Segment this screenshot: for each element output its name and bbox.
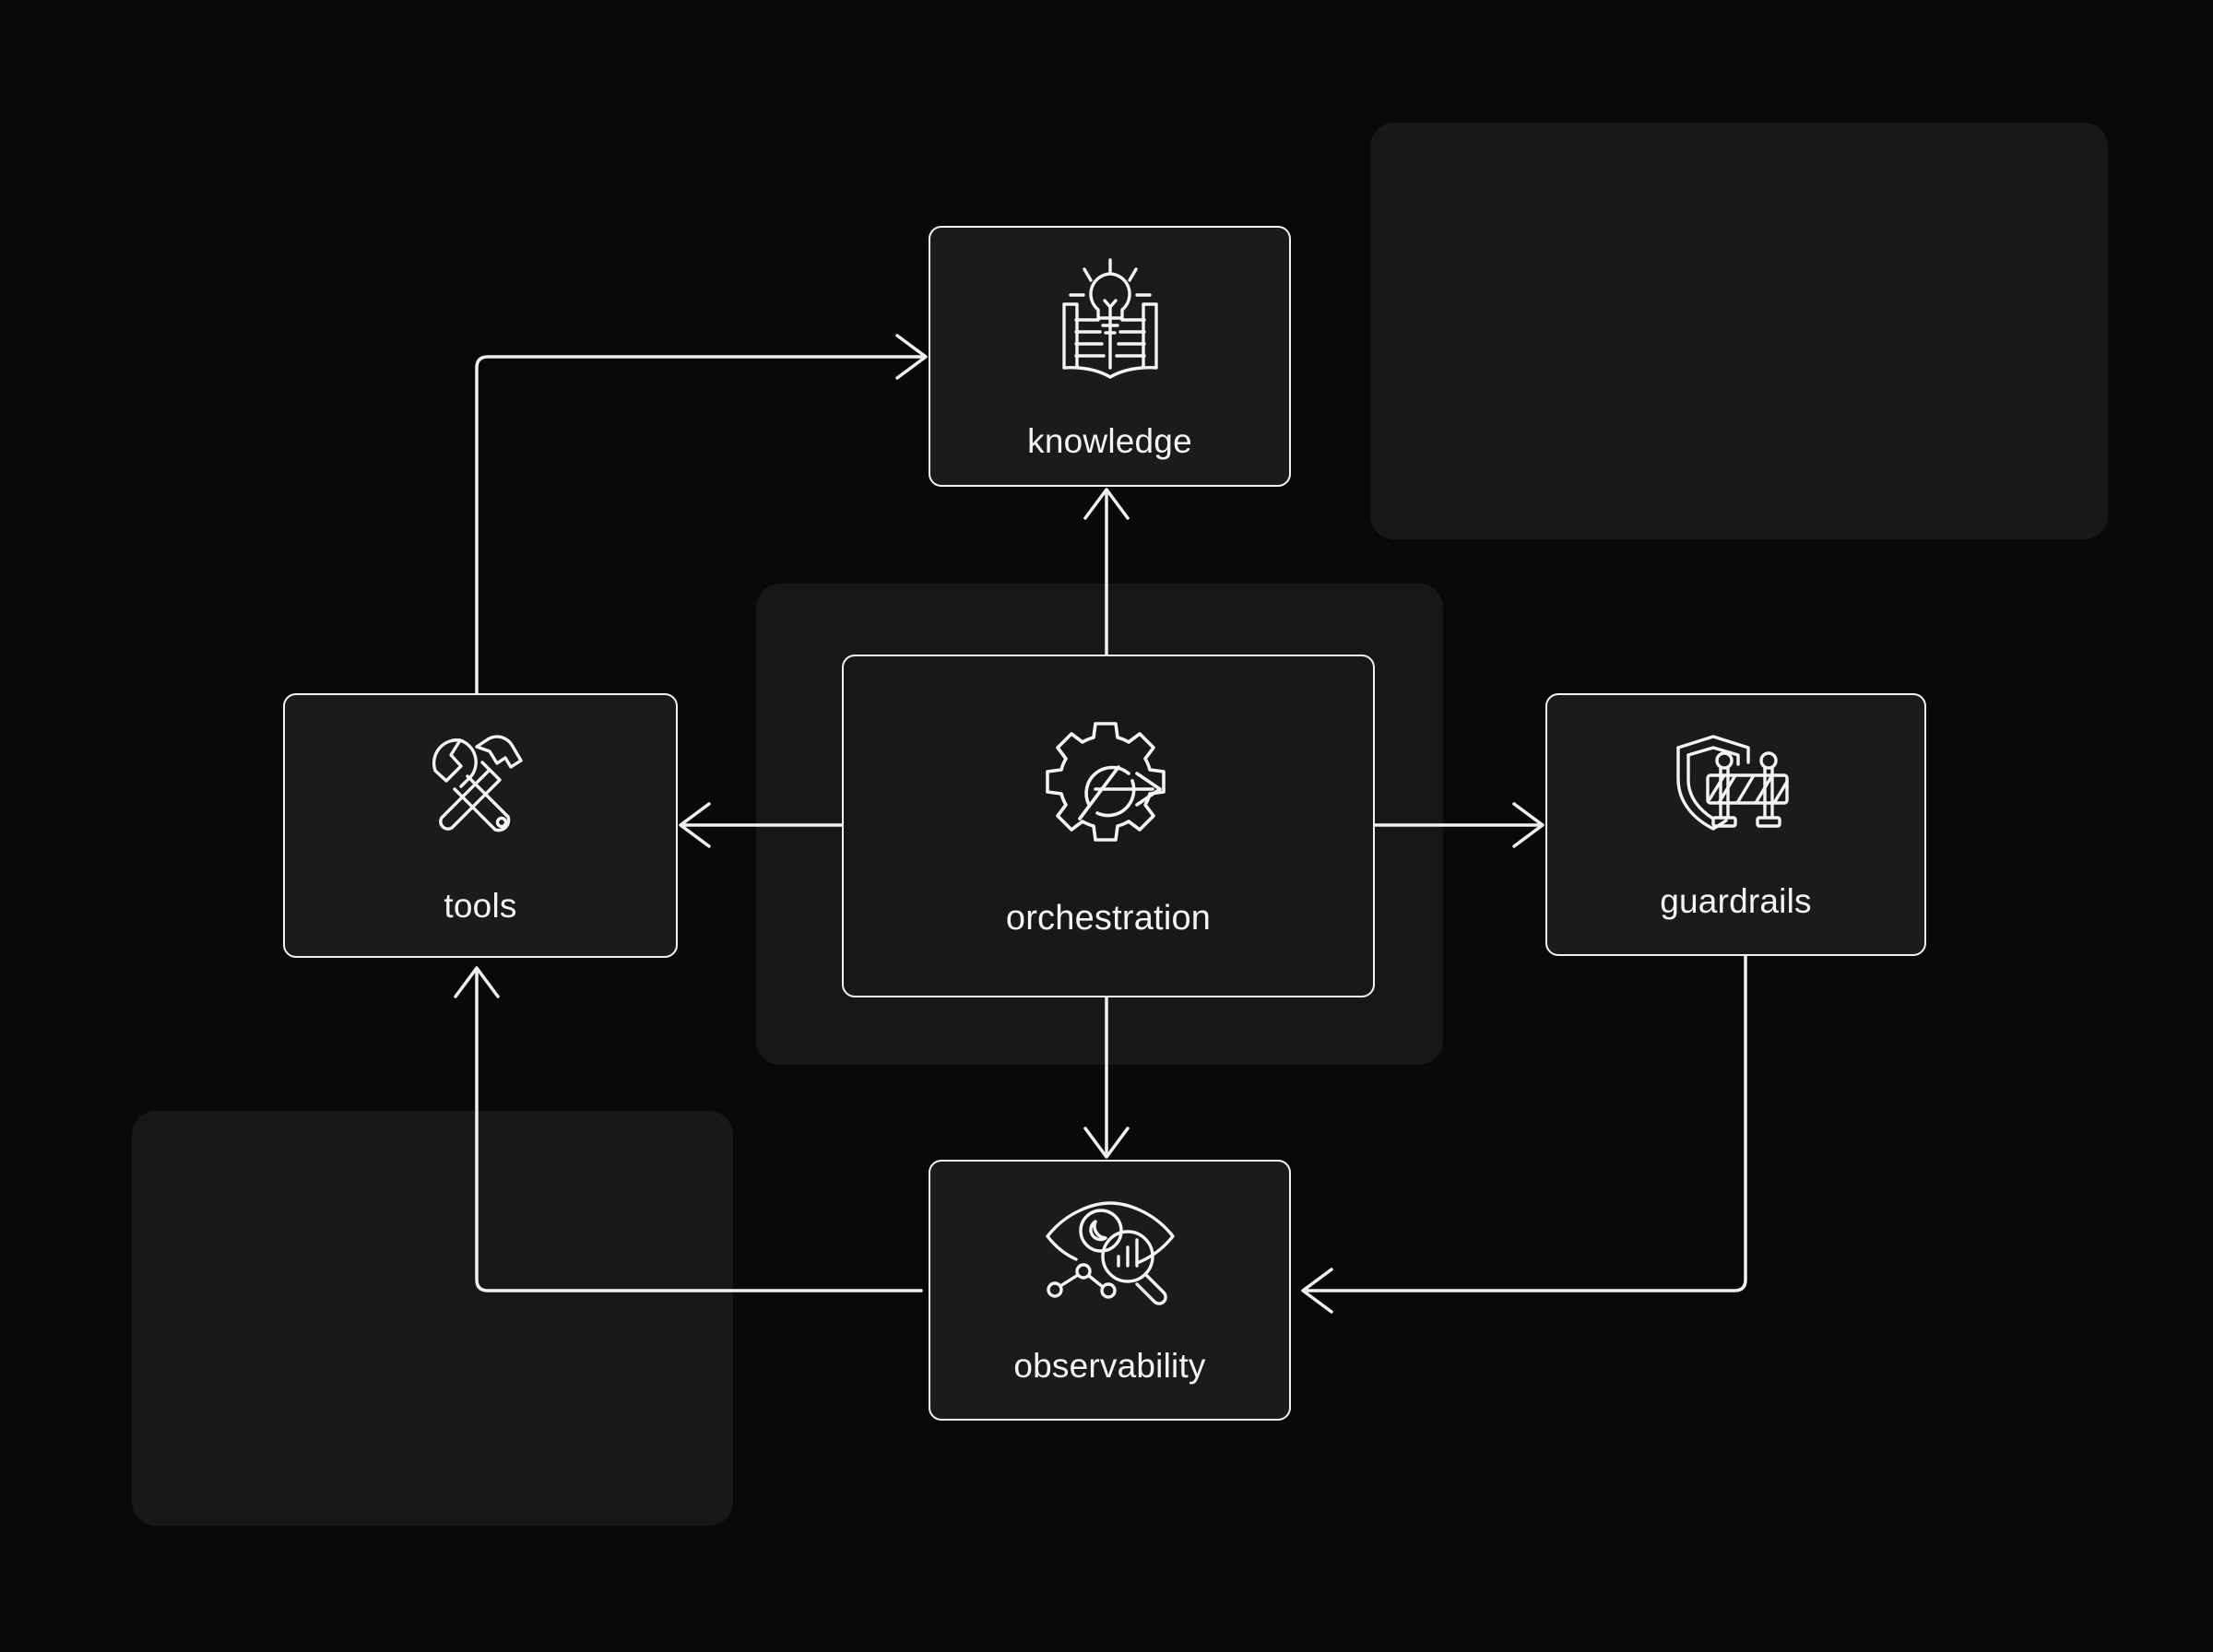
node-label-guardrails: guardrails: [1660, 882, 1812, 920]
background-panel-bottom-left: [132, 1111, 733, 1526]
edge-orchestration-tools: [679, 802, 844, 848]
node-label-knowledge: knowledge: [1027, 422, 1192, 460]
wrench-hammer-icon: [416, 728, 545, 857]
edge-observability-tools: [454, 966, 923, 1292]
edge-tools-knowledge: [475, 334, 928, 695]
gear-arrow-icon: [1033, 716, 1185, 864]
book-lightbulb-icon: [1042, 254, 1178, 393]
edge-orchestration-observability: [1083, 996, 1130, 1159]
node-label-orchestration: orchestration: [1005, 899, 1212, 938]
node-orchestration[interactable]: orchestration: [842, 655, 1375, 997]
node-tools[interactable]: tools: [283, 693, 678, 958]
node-label-observability: observability: [1013, 1347, 1206, 1385]
edge-orchestration-knowledge: [1083, 488, 1130, 656]
node-guardrails[interactable]: guardrails: [1545, 693, 1926, 956]
node-label-tools: tools: [444, 887, 517, 925]
edge-orchestration-guardrails: [1373, 802, 1544, 848]
eye-magnifier-icon: [1040, 1198, 1180, 1319]
background-panel-top-right: [1370, 123, 2108, 539]
node-knowledge[interactable]: knowledge: [929, 226, 1291, 487]
edge-guardrails-observability: [1301, 954, 1747, 1314]
node-observability[interactable]: observability: [929, 1160, 1291, 1421]
shield-barrier-icon: [1667, 731, 1805, 851]
